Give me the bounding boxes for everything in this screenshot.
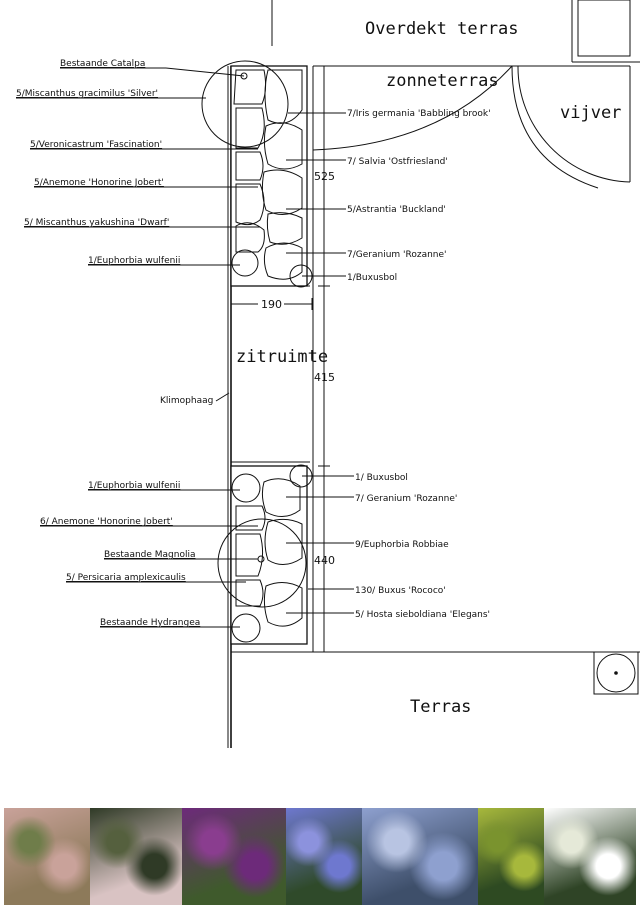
label-hydrangea: Bestaande Hydrangea	[100, 618, 200, 628]
left-labels-bottom: 1/Euphorbia wulfenii 6/ Anemone 'Honorin…	[40, 481, 258, 628]
sitting-area-label: zitruimte	[236, 347, 328, 367]
label-catalpa: Bestaande Catalpa	[60, 59, 145, 69]
label-magnolia: Bestaande Magnolia	[104, 550, 196, 560]
label-anemone-bottom: 6/ Anemone 'Honorine Jobert'	[40, 517, 173, 527]
magnolia-canopy	[217, 518, 307, 608]
photo-astrantia	[90, 808, 182, 905]
label-miscanthus-dwarf: 5/ Miscanthus yakushina 'Dwarf'	[24, 218, 169, 228]
planter-box	[593, 651, 639, 695]
right-labels-top: 7/Iris germania 'Babbling brook' 7/ Salv…	[286, 109, 491, 283]
label-iris: 7/Iris germania 'Babbling brook'	[347, 109, 491, 119]
label-euphorbia-top: 1/Euphorbia wulfenii	[88, 256, 180, 266]
plant-photo-strip	[4, 808, 636, 905]
label-climber: Klimophaag	[160, 396, 213, 406]
dim-440: 440	[314, 554, 335, 567]
sitting-area: zitruimte	[231, 285, 328, 463]
covered-terrace-label: Overdekt terras	[365, 19, 519, 39]
dim-415: 415	[314, 371, 335, 384]
label-anemone-top: 5/Anemone 'Honorine Jobert'	[34, 178, 164, 188]
photo-geranium	[286, 808, 362, 905]
photo-salvia	[182, 808, 286, 905]
label-astrantia: 5/Astrantia 'Buckland'	[347, 205, 446, 215]
right-labels-bottom: 1/ Buxusbol 7/ Geranium 'Rozanne' 9/Euph…	[286, 473, 490, 620]
label-hosta: 5/ Hosta sieboldiana 'Elegans'	[355, 610, 490, 620]
left-labels-top: Bestaande Catalpa 5/Miscanthus gracimilu…	[16, 59, 260, 266]
label-miscanthus-silver: 5/Miscanthus gracimilus 'Silver'	[16, 89, 158, 99]
label-persicaria: 5/ Persicaria amplexicaulis	[66, 573, 186, 583]
door-frame	[577, 0, 631, 57]
label-buxus-rococo: 130/ Buxus 'Rococo'	[355, 586, 446, 596]
photo-anemone	[544, 808, 636, 905]
top-bed	[201, 60, 313, 288]
photo-euphorbia	[478, 808, 544, 905]
photo-grass	[4, 808, 90, 905]
sun-terrace-label: zonneterras	[386, 71, 499, 91]
label-salvia: 7/ Salvia 'Ostfriesland'	[347, 157, 448, 167]
terrace-label: Terras	[410, 697, 471, 717]
pond-label: vijver	[560, 103, 621, 123]
label-euphorbia-bottom: 1/Euphorbia wulfenii	[88, 481, 180, 491]
catalpa-canopy	[201, 60, 289, 148]
label-geranium-bottom: 7/ Geranium 'Rozanne'	[355, 494, 457, 504]
label-buxusbol-bottom: 1/ Buxusbol	[355, 473, 408, 483]
label-euphorbia-robbiae: 9/Euphorbia Robbiae	[355, 540, 449, 550]
bottom-bed	[217, 464, 313, 645]
dim-190: 190	[261, 298, 282, 311]
photo-iris	[362, 808, 478, 905]
label-geranium-top: 7/Geranium 'Rozanne'	[347, 250, 447, 260]
label-buxusbol-top: 1/Buxusbol	[347, 273, 397, 283]
dimension-lines: 525 415 440 190	[230, 65, 335, 653]
dim-525: 525	[314, 170, 335, 183]
label-veronicastrum: 5/Veronicastrum 'Fascination'	[30, 140, 162, 150]
